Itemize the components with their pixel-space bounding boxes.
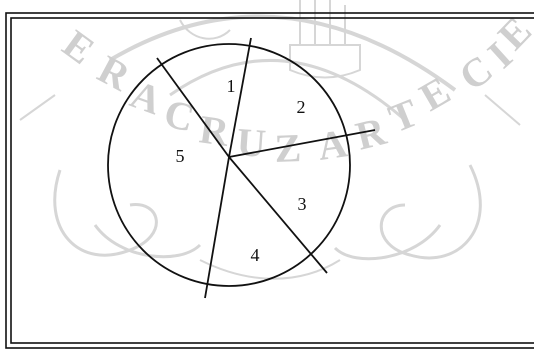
region-label-4: 4 — [251, 245, 260, 265]
svg-text:U: U — [235, 119, 267, 166]
region-label-3: 3 — [298, 194, 307, 214]
region-label-1: 1 — [227, 76, 236, 96]
region-label-2: 2 — [297, 97, 306, 117]
region-label-5: 5 — [176, 146, 185, 166]
